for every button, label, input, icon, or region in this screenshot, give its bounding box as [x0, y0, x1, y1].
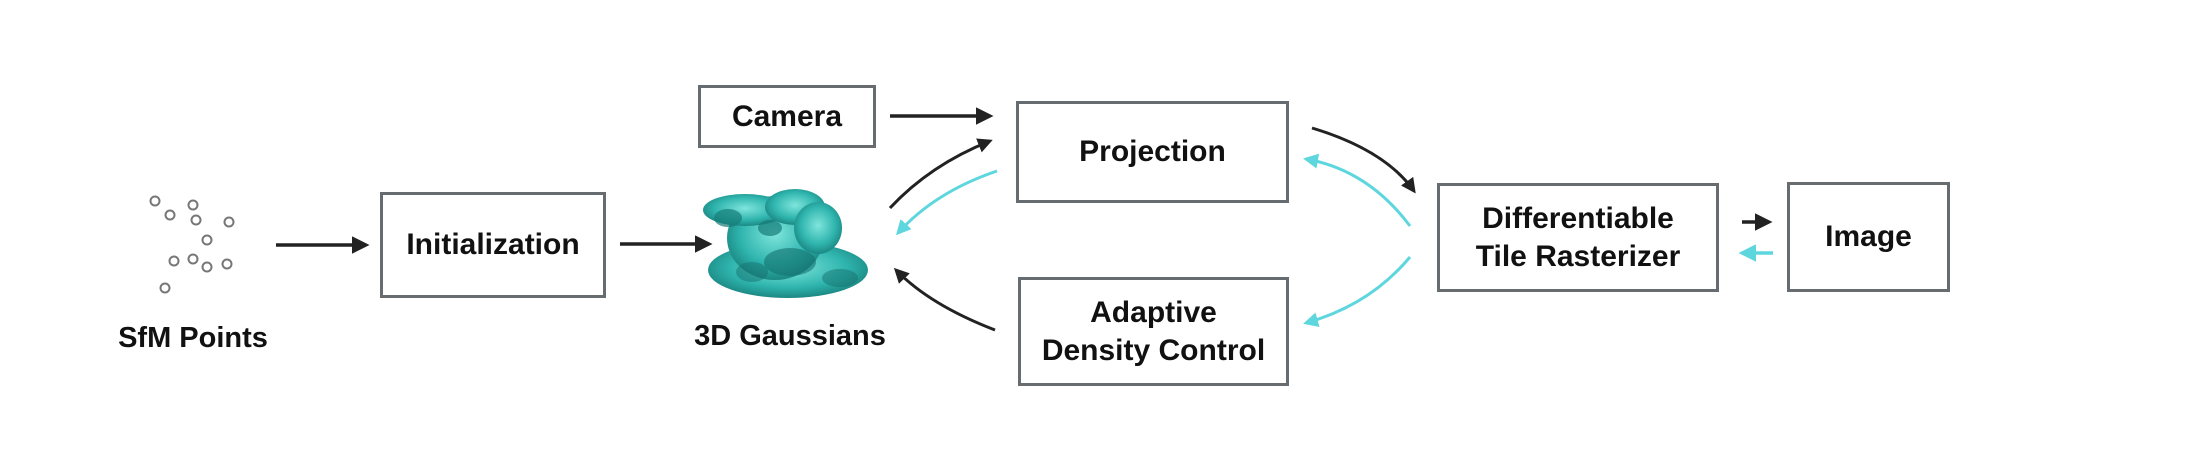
arrow-rasterizer-to-density-gradient — [1303, 256, 1412, 327]
adaptive-density-control-box: Adaptive Density Control — [1018, 277, 1289, 386]
arrow-rasterizer-to-projection-gradient — [1303, 153, 1412, 227]
adaptive-density-label-line2: Density Control — [1041, 333, 1266, 367]
sfm-point-cloud-icon — [149, 195, 235, 294]
camera-label: Camera — [731, 99, 843, 133]
initialization-box: Initialization — [380, 192, 606, 298]
gaussian-bunny-icon — [703, 189, 868, 298]
rasterizer-label-line2: Tile Rasterizer — [1475, 239, 1681, 273]
projection-box: Projection — [1016, 101, 1289, 203]
adaptive-density-label-line1: Adaptive — [1090, 296, 1217, 329]
rasterizer-label-line1: Differentiable — [1482, 202, 1674, 235]
arrow-density-to-gaussians — [893, 267, 996, 332]
camera-box: Camera — [698, 85, 876, 148]
image-box: Image — [1787, 182, 1950, 292]
arrow-projection-to-rasterizer — [1311, 126, 1416, 194]
gaussians-caption: 3D Gaussians — [694, 320, 886, 352]
arrow-projection-to-gaussians-gradient — [895, 169, 998, 236]
sfm-points-caption: SfM Points — [118, 322, 268, 354]
image-label: Image — [1825, 220, 1912, 254]
projection-label: Projection — [1079, 135, 1226, 169]
initialization-label: Initialization — [406, 228, 580, 262]
arrow-gaussians-to-projection — [888, 138, 993, 210]
rasterizer-box: Differentiable Tile Rasterizer — [1437, 183, 1719, 292]
